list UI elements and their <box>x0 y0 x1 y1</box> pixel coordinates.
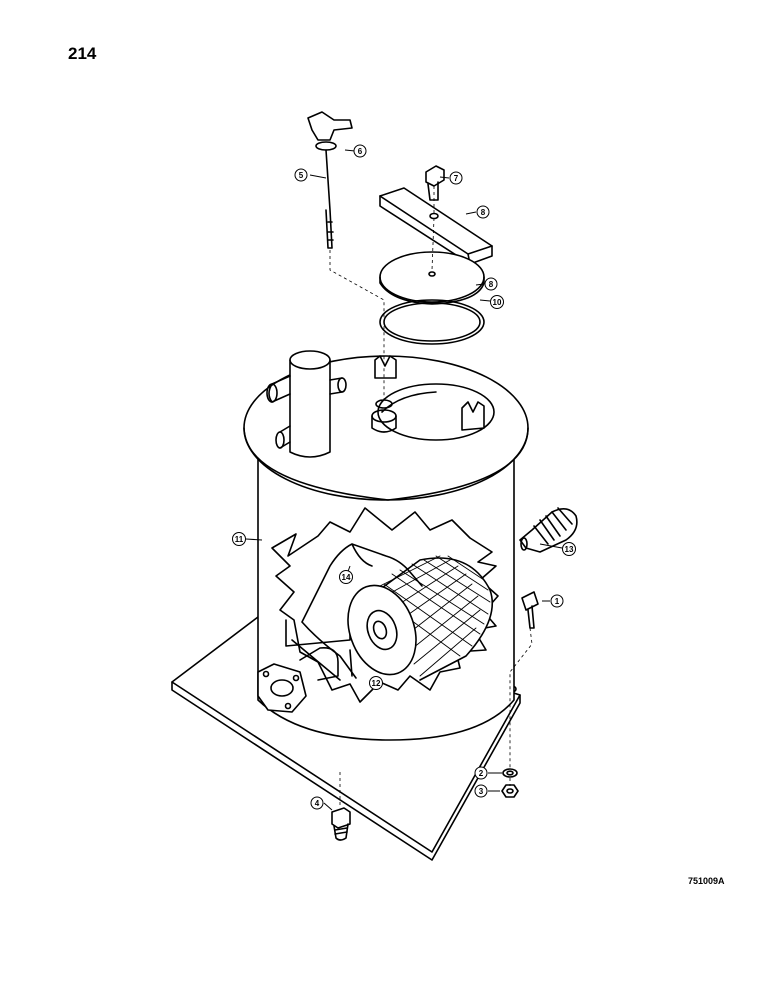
page-number: 214 <box>68 44 97 63</box>
callout-label: 7 <box>454 174 459 183</box>
callout-label: 11 <box>235 535 244 544</box>
dipstick <box>307 111 353 249</box>
callout-label: 13 <box>565 545 574 554</box>
lid-clip <box>461 401 485 431</box>
callout-5: 5 <box>294 168 308 182</box>
bail-wire <box>301 543 423 679</box>
callout-7: 7 <box>449 171 463 185</box>
lid-opening <box>377 383 495 441</box>
callout-4: 4 <box>310 796 324 810</box>
callout-label: 6 <box>358 147 363 156</box>
callout-label: 1 <box>555 597 560 606</box>
callout-8-bar: 8 <box>476 205 490 219</box>
drain-plug <box>331 807 351 841</box>
callout-11: 11 <box>232 532 246 546</box>
clamp-bar <box>379 187 493 265</box>
callout-12: 12 <box>369 676 383 690</box>
cap-bolt <box>521 591 539 629</box>
tank-body <box>243 350 529 741</box>
cover-bolt <box>425 165 445 201</box>
callout-2: 2 <box>474 766 488 780</box>
callout-label: 4 <box>315 799 320 808</box>
callout-label: 10 <box>493 298 502 307</box>
gasket <box>379 299 485 345</box>
callout-label: 8 <box>489 280 494 289</box>
callout-label: 14 <box>342 573 351 582</box>
nut <box>501 784 519 798</box>
callout-label: 12 <box>372 679 381 688</box>
callout-13: 13 <box>562 542 576 556</box>
callout-label: 8 <box>481 208 486 217</box>
callout-1: 1 <box>550 594 564 608</box>
callout-label: 2 <box>479 769 484 778</box>
lock-washer <box>502 768 518 778</box>
callout-10: 10 <box>490 295 504 309</box>
callout-8-plate: 8 <box>484 277 498 291</box>
outlet-flange <box>257 646 339 713</box>
callout-label: 5 <box>299 171 304 180</box>
callout-14: 14 <box>339 570 353 584</box>
cover-plate <box>379 251 485 303</box>
callout-label: 3 <box>479 787 484 796</box>
filter-element <box>347 555 494 681</box>
breather <box>519 507 578 553</box>
lid-clip <box>374 355 397 379</box>
callout-3: 3 <box>474 784 488 798</box>
callout-6: 6 <box>353 144 367 158</box>
figure-id: 751009A <box>688 876 725 886</box>
inlet-manifold <box>266 350 347 458</box>
